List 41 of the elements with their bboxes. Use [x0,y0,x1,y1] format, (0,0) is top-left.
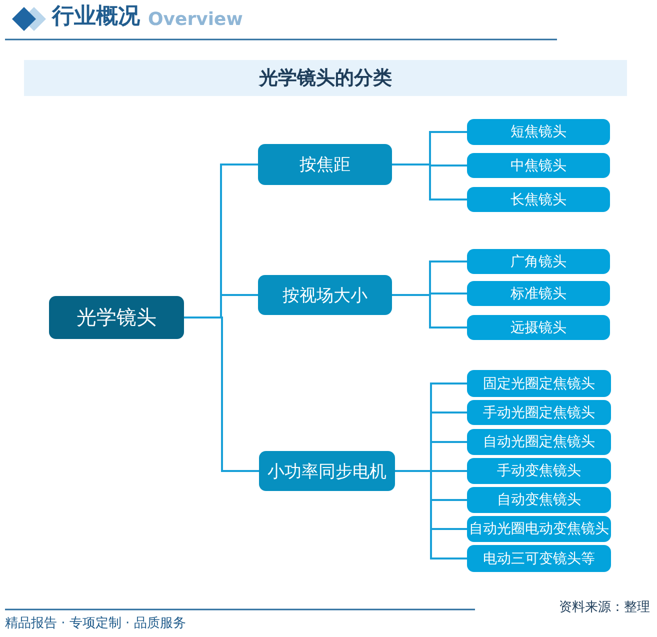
subcategory-node [467,249,610,274]
node-text: 广角镜头 [510,252,566,270]
footer-slogan: 精品报告 · 专项定制 · 品质服务 [5,616,186,632]
node-text: 光学镜头 [76,304,156,331]
subcategory-node [467,458,611,484]
section-subheading: Overview [148,9,243,31]
node-text: 标准镜头 [510,284,566,302]
node-text: 固定光圈定焦镜头 [483,374,595,392]
subcategory-node [467,153,610,178]
subcategory-node [467,429,611,455]
category-node [259,451,395,491]
node-text: 电动三可变镜头等 [483,550,595,568]
category-node [258,144,392,185]
node-text: 长焦镜头 [510,190,566,208]
root-node [49,296,184,339]
node-text: 小功率同步电机 [268,460,386,482]
subcategory-node [467,487,611,513]
title-text: 光学镜头的分类 [259,66,392,91]
subcategory-node [467,315,610,340]
subcategory-node [467,119,610,145]
node-text: 自动光圈电动变焦镜头 [469,520,609,538]
subcategory-node [467,545,611,572]
node-text: 手动变焦镜头 [497,462,581,480]
node-text: 远摄镜头 [510,318,566,336]
connector-line [395,470,467,560]
node-text: 手动光圈定焦镜头 [483,404,595,422]
section-heading: 行业概况 [52,4,140,30]
source-note: 资料来源：整理 [559,600,650,616]
node-text: 短焦镜头 [510,123,566,141]
node-text: 按焦距 [300,154,350,176]
node-text: 按视场大小 [282,284,368,306]
subcategory-node [467,187,610,212]
node-text: 自动变焦镜头 [497,491,581,509]
node-text: 自动光圈定焦镜头 [483,433,595,451]
connector-line [392,294,467,328]
subcategory-node [467,281,610,306]
node-text: 中焦镜头 [510,156,566,174]
subcategory-node [467,370,611,397]
category-node [258,275,392,315]
subcategory-node [467,400,611,425]
subcategory-node [467,516,611,542]
